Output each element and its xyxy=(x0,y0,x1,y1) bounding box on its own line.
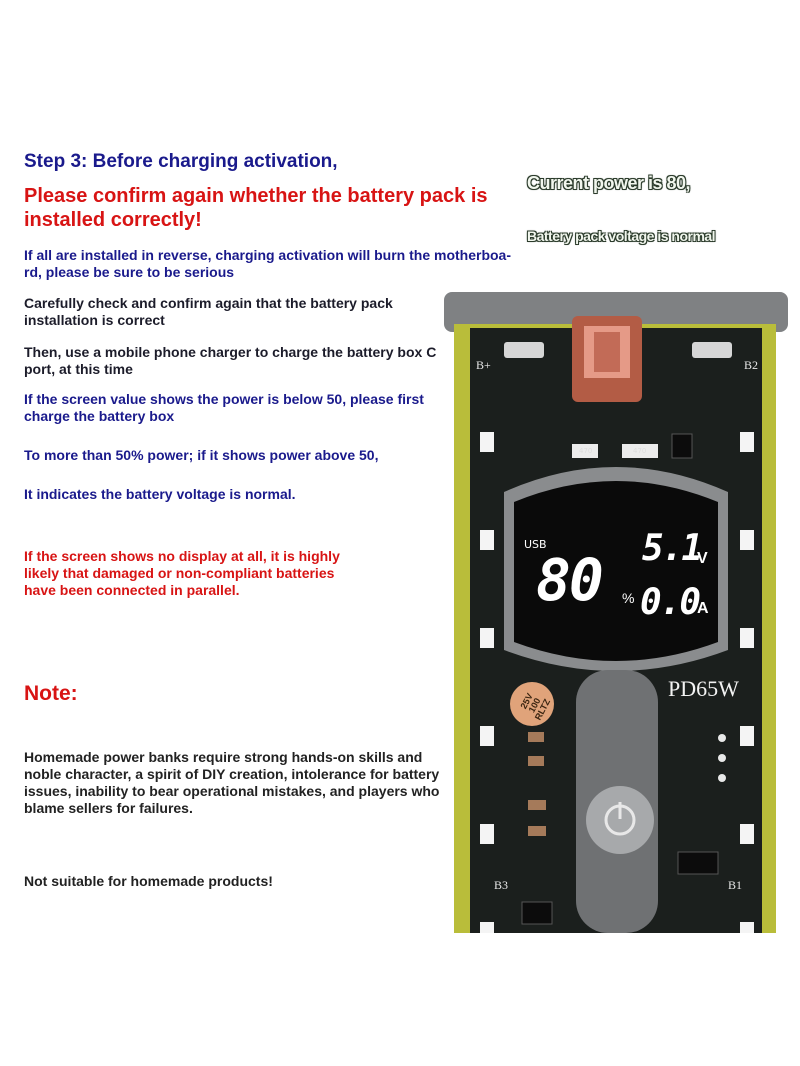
lcd-voltage-value: 5.1 xyxy=(642,528,703,569)
note-paragraph: Homemade power banks require strong hand… xyxy=(24,749,440,816)
indicator-dot xyxy=(718,754,726,762)
led xyxy=(740,432,754,452)
lcd-percent-sign: % xyxy=(622,590,635,606)
instruction-charge-c-port: Then, use a mobile phone charger to char… xyxy=(24,344,437,377)
lcd-screen xyxy=(514,481,718,661)
smd-part xyxy=(528,756,544,766)
ic-chip-left xyxy=(521,901,553,925)
model-label: PD65W xyxy=(668,676,739,701)
resistor-1-label: 470 xyxy=(579,447,593,455)
indicator-dot xyxy=(718,774,726,782)
led xyxy=(740,824,754,844)
ic-chip-bottom xyxy=(677,851,719,875)
instruction-reverse-warning: If all are installed in reverse, chargin… xyxy=(24,247,512,280)
capacitor xyxy=(510,682,554,726)
smd-part xyxy=(528,826,546,836)
callout-current-power: Current power is 80, xyxy=(527,173,691,193)
pad-label-b3: B3 xyxy=(494,878,509,892)
smd-part xyxy=(528,800,546,810)
lcd-current-unit: A xyxy=(697,600,709,617)
side-button-right xyxy=(692,342,732,358)
led xyxy=(480,726,494,746)
pad-label-b2: B2 xyxy=(744,358,759,372)
led xyxy=(740,726,754,746)
lcd-voltage-unit: V xyxy=(697,550,708,567)
step-title: Step 3: Before charging activation, xyxy=(24,151,338,172)
instruction-voltage-normal: It indicates the battery voltage is norm… xyxy=(24,486,296,502)
power-button xyxy=(586,786,654,854)
note-not-suitable: Not suitable for homemade products! xyxy=(24,873,273,889)
side-button-left xyxy=(504,342,544,358)
led xyxy=(480,824,494,844)
lcd-current-value: 0.0 xyxy=(640,582,701,623)
note-title: Note: xyxy=(24,682,78,705)
led xyxy=(480,628,494,648)
pad-label-b1: B1 xyxy=(728,878,743,892)
power-bank-illustration xyxy=(444,292,788,933)
smd-part xyxy=(528,732,544,742)
instruction-check-installation: Carefully check and confirm again that t… xyxy=(24,295,393,328)
confirm-title: Please confirm again whether the battery… xyxy=(24,185,488,231)
usb-port-slot xyxy=(594,332,620,372)
led xyxy=(480,530,494,550)
lcd-usb-label: USB xyxy=(524,538,547,551)
instruction-above-50: To more than 50% power; if it shows powe… xyxy=(24,447,379,463)
resistor-2 xyxy=(622,444,658,458)
instruction-below-50: If the screen value shows the power is b… xyxy=(24,391,424,424)
top-cap xyxy=(444,292,788,332)
instruction-no-display-warning: If the screen shows no display at all, i… xyxy=(24,548,340,598)
led xyxy=(480,432,494,452)
ic-chip-top xyxy=(671,433,693,459)
lcd-percent-value: 80 xyxy=(536,546,604,614)
indicator-dot xyxy=(718,734,726,742)
power-bank-device: USB 80 % 5.1 V 0.0 A PD65W B+ B2 B3 B1 4… xyxy=(444,292,788,933)
led xyxy=(480,922,494,933)
led xyxy=(740,628,754,648)
callout-pack-voltage-normal: Battery pack voltage is normal xyxy=(527,228,716,244)
resistor-1 xyxy=(572,444,598,458)
led xyxy=(740,922,754,933)
pad-label-b-plus: B+ xyxy=(476,358,491,372)
resistor-2-label: 470 xyxy=(633,447,647,455)
led xyxy=(740,530,754,550)
